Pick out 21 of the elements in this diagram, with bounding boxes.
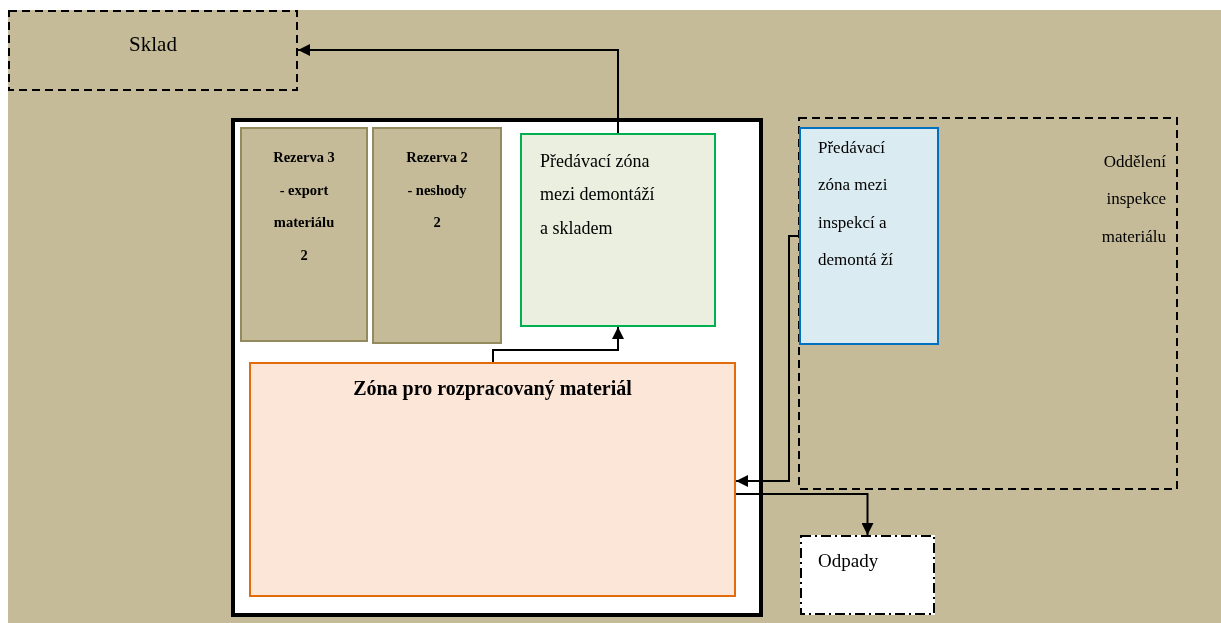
reserve-area [240, 127, 368, 342]
zone-label: Předávací zóna mezi demontáží a skladem [540, 150, 656, 240]
zone-label: Rezerva 2 - neshody 2 [405, 148, 469, 233]
reserve-area [372, 127, 502, 344]
dismantling-hall [231, 118, 763, 617]
handover-zone [799, 127, 939, 345]
arrow [735, 493, 874, 536]
zone-label: Předávací zóna mezi inspekcí a demontá ží [818, 137, 895, 272]
work-in-progress-zone [249, 362, 736, 597]
handover-zone [520, 133, 716, 327]
waste-area [800, 535, 935, 615]
arrow [735, 235, 800, 487]
zone-label: Sklad [128, 32, 178, 58]
zone-label: Rezerva 3 - export materiálu 2 [272, 148, 336, 265]
zone-label: Zóna pro rozpracovaný materiál [352, 376, 633, 400]
arrow [297, 44, 619, 134]
zone-label: Oddělení inspekce materiálu [1100, 151, 1166, 248]
zone-label: Odpady [818, 550, 880, 573]
storage-area [8, 10, 298, 91]
inspection-department [798, 117, 1178, 490]
arrow [492, 326, 624, 363]
